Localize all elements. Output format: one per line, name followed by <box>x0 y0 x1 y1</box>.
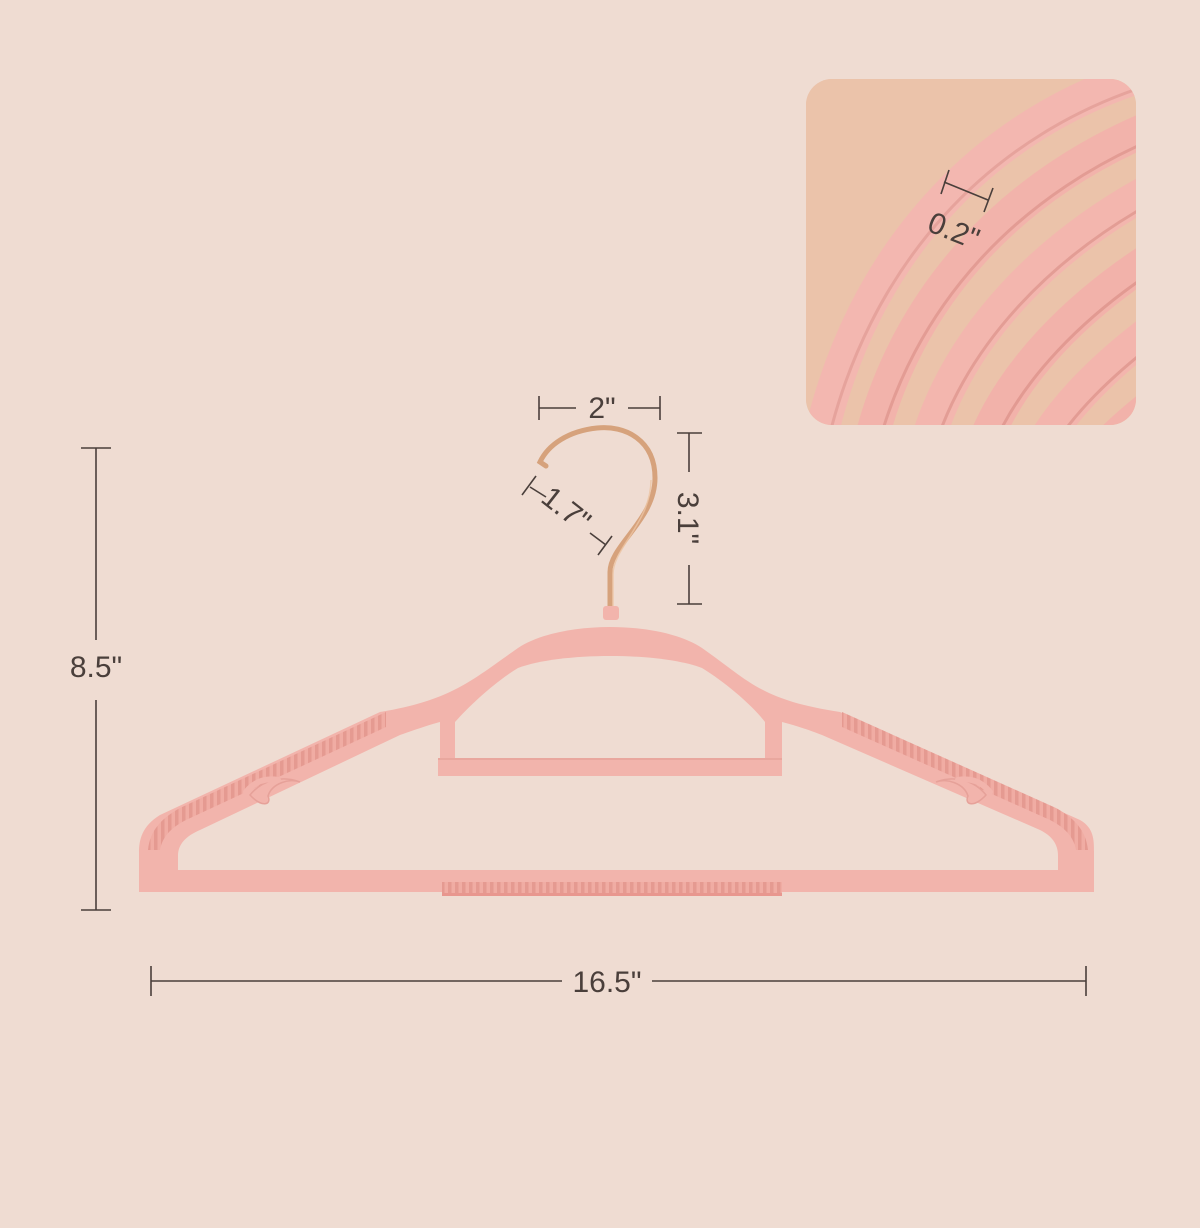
height-label: 8.5" <box>70 651 122 684</box>
rose-gold-hook-icon <box>536 425 658 615</box>
height-dimension: 8.5" <box>70 447 122 911</box>
width-label: 16.5" <box>572 966 641 999</box>
hook-height-dimension: 3.1" <box>671 432 704 605</box>
hook-width-label: 2" <box>588 392 615 425</box>
hook-height-label: 3.1" <box>671 492 704 544</box>
clothes-hanger-icon <box>139 425 1094 896</box>
thickness-inset: 0.2" <box>806 79 1136 425</box>
width-dimension: 16.5" <box>150 966 1087 999</box>
hook-width-dimension: 2" <box>538 392 661 425</box>
